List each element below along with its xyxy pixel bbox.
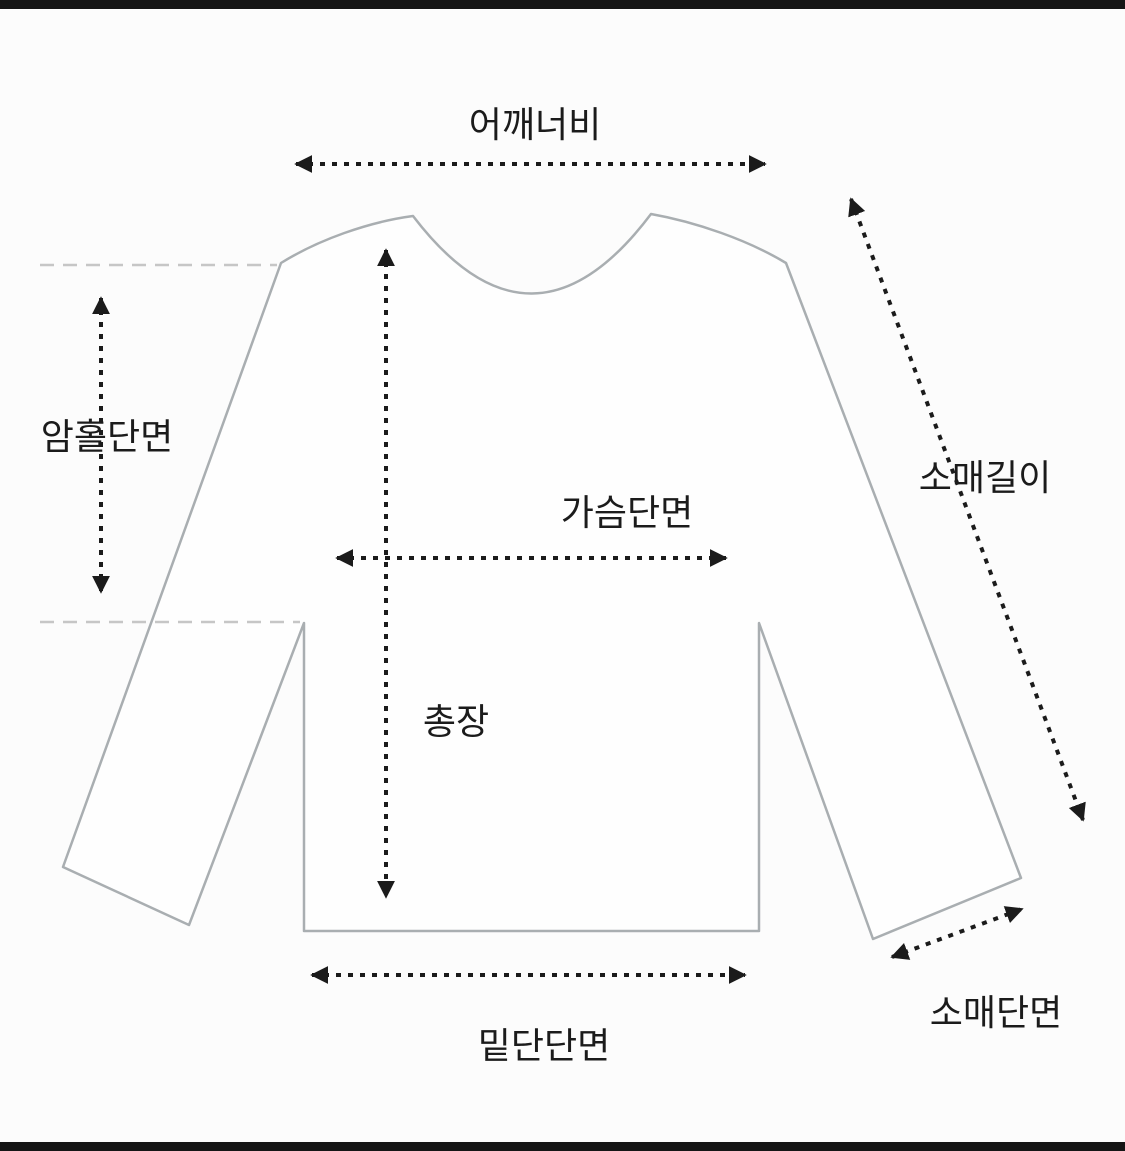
shoulder-width-label: 어깨너비	[469, 104, 601, 145]
sleeve-length-label: 소매길이	[919, 457, 1051, 498]
armhole-label: 암홀단면	[41, 416, 173, 457]
cuff-label: 소매단면	[930, 992, 1062, 1033]
total-length-label: 총장	[423, 701, 489, 742]
garment-outline	[61, 212, 1023, 941]
hem-label: 밑단단면	[478, 1025, 610, 1066]
top-edge-bar	[0, 0, 1125, 9]
chest-label: 가슴단면	[561, 492, 693, 533]
bottom-edge-bar	[0, 1142, 1125, 1151]
sleeve-length-arrow	[848, 197, 1086, 822]
